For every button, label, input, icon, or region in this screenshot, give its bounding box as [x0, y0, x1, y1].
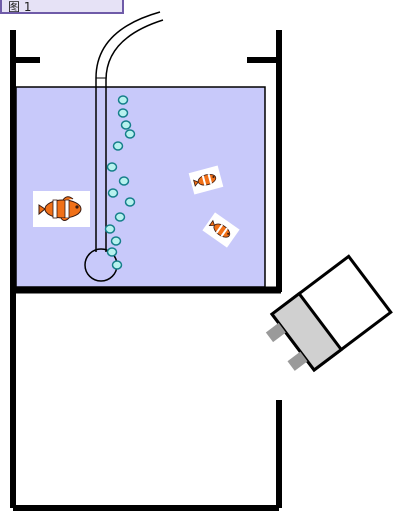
bubble-icon [114, 212, 126, 222]
clownfish-icon [188, 165, 224, 195]
pump-window [269, 291, 344, 373]
bubble-icon [112, 141, 124, 151]
tank-frame [10, 30, 282, 294]
bubble-icon [111, 260, 123, 270]
pump-nozzle [287, 351, 308, 371]
bubble-icon [120, 120, 132, 130]
water [15, 86, 266, 288]
bubble-icon [104, 224, 116, 234]
bubble-icon [124, 197, 136, 207]
bubble-icon [110, 236, 122, 246]
bubble-icon [117, 95, 129, 105]
bubble-icon [106, 162, 118, 172]
air-tube [95, 11, 164, 252]
figure-label: 图 1 [0, 0, 124, 14]
bubble-icon [107, 188, 119, 198]
pump-nozzle [265, 322, 286, 343]
stand [10, 292, 282, 511]
bubble-icon [118, 176, 130, 186]
clownfish-icon [202, 212, 240, 248]
bubble-icon [106, 247, 118, 257]
bubbles [104, 95, 136, 270]
air-pump-icon [265, 254, 393, 373]
bubble-icon [124, 129, 136, 139]
clownfish-icon [33, 191, 90, 227]
bubble-icon [117, 108, 129, 118]
